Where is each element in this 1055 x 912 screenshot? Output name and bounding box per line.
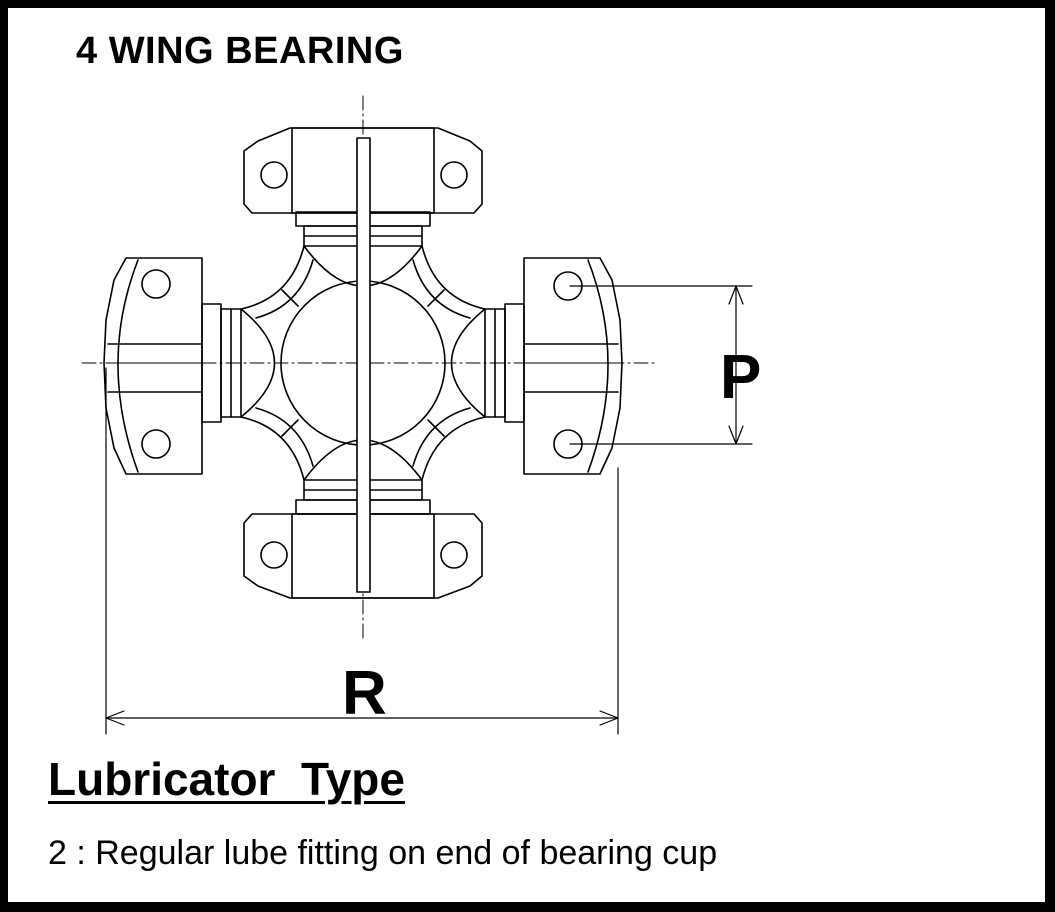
bearing-drawing: P R xyxy=(81,95,761,735)
left-cap-arc xyxy=(117,259,139,473)
right-cap-arc xyxy=(587,259,609,473)
left-hole-top xyxy=(141,269,171,299)
p-arrow-bottom xyxy=(728,425,744,445)
r-dimension-label: R xyxy=(342,659,387,728)
trunnion-right xyxy=(450,308,486,418)
drawing-title: 4 WING BEARING xyxy=(76,30,404,72)
cross-body-inner xyxy=(255,259,471,467)
top-hole-left xyxy=(260,161,288,189)
bottom-hole-right xyxy=(440,541,468,569)
left-wing-plate xyxy=(103,257,203,475)
lubricator-description: 2 : Regular lube fitting on end of beari… xyxy=(48,834,718,872)
r-arrow-right xyxy=(599,710,619,726)
right-wing-plate xyxy=(523,257,623,475)
top-hole-right xyxy=(440,161,468,189)
bottom-hole-left xyxy=(260,541,288,569)
bottom-wing-plate xyxy=(243,513,483,599)
cross-body-web xyxy=(281,289,445,437)
left-hole-bottom xyxy=(141,429,171,459)
lube-tube xyxy=(356,137,371,593)
cross-body-outline xyxy=(240,245,486,481)
trunnion-left xyxy=(240,308,276,418)
drawing-frame: 4 WING BEARING xyxy=(6,6,1047,904)
p-dimension-label: P xyxy=(720,343,761,412)
p-arrow-top xyxy=(728,285,744,305)
lubricator-heading: Lubricator Type xyxy=(48,753,405,805)
r-arrow-left xyxy=(105,710,125,726)
